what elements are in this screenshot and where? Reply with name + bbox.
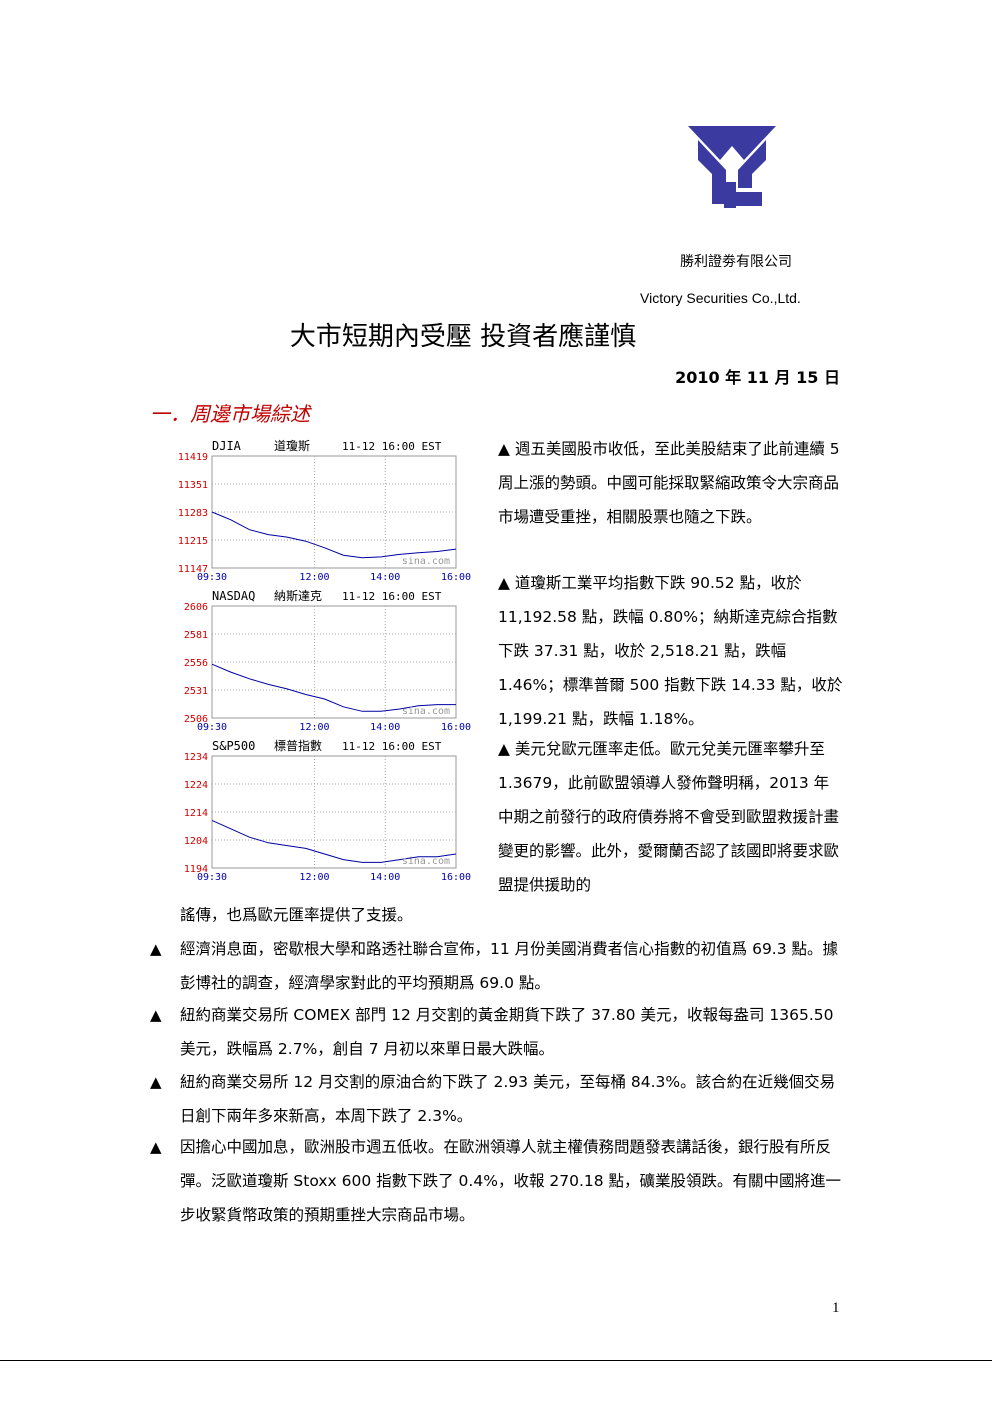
chart-x-tick: 12:00	[299, 572, 329, 583]
bullet-europe-stocks: 因擔心中國加息，歐洲股市週五低收。在歐洲領導人就主權債務問題發表講話後，銀行股有…	[180, 1138, 842, 1224]
chart-y-tick: 11215	[178, 536, 208, 547]
chart-chinese-label: 道瓊斯	[274, 438, 310, 453]
sp500-chart-svg: S&P500 標普指數 11-12 16:00 EST 1234 1224 1214 120…	[184, 738, 471, 883]
chart-x-tick: 16:00	[441, 722, 471, 733]
chart-plot-frame	[211, 755, 457, 869]
chart-series-line	[211, 511, 457, 559]
chart-x-tick: 12:00	[299, 722, 329, 733]
paragraph-euro: ▲ 美元兌歐元匯率走低。歐元兌美元匯率攀升至 1.3679，此前歐盟領導人發佈聲…	[498, 740, 840, 894]
chart-y-tick: 11419	[178, 452, 208, 463]
bullet-crude-oil: 紐約商業交易所 12 月交割的原油合約下跌了 2.93 美元，至每桶 84.3%…	[180, 1073, 836, 1125]
bullet-icon: ▲	[150, 940, 162, 958]
bullet-consumer-confidence: 經濟消息面，密歇根大學和路透社聯合宣佈，11 月份美國消費者信心指數的初值爲 6…	[180, 940, 839, 992]
djia-chart-svg: DJIA 道瓊斯 11-12 16:00 EST 11419 11351 11283 112…	[178, 438, 471, 583]
chart-y-tick: 11283	[178, 508, 208, 519]
chart-x-tick: 14:00	[370, 722, 400, 733]
chart-watermark: sina.com	[402, 556, 450, 567]
footer-divider	[0, 1360, 992, 1361]
chart-series-line	[211, 819, 457, 863]
nasdaq-chart-svg: NASDAQ 納斯達克 11-12 16:00 EST 2606 2581 2556 253…	[184, 589, 471, 733]
paragraph-indices: ▲ 道瓊斯工業平均指數下跌 90.52 點，收於 11,192.58 點，跌幅 …	[498, 574, 843, 728]
chart-x-tick: 14:00	[370, 872, 400, 883]
chart-series-label: S&P500	[212, 739, 255, 753]
chart-y-tick: 2606	[184, 602, 208, 613]
chart-series-line	[211, 663, 456, 712]
chart-y-tick: 1204	[184, 836, 208, 847]
chart-y-tick: 2581	[184, 630, 208, 641]
paragraph-us-market: ▲ 週五美國股市收低，至此美股結束了此前連續 5 周上漲的勢頭。中國可能採取緊縮…	[498, 440, 840, 526]
chart-y-tick: 1214	[184, 808, 208, 819]
bullet-icon: ▲	[150, 1138, 162, 1156]
chart-x-tick: 09:30	[197, 722, 227, 733]
document-title: 大市短期內受壓 投資者應謹慎	[289, 322, 637, 352]
chart-chinese-label: 標普指數	[274, 738, 322, 753]
chart-y-tick: 2556	[184, 658, 208, 669]
chart-chinese-label: 納斯達克	[274, 589, 322, 603]
page-number: 1	[832, 1300, 840, 1316]
company-logo	[688, 126, 776, 212]
sp500-chart: S&P500 標普指數 11-12 16:00 EST 1234 1224 1214 120…	[160, 736, 480, 886]
chart-plot-frame	[211, 455, 457, 569]
chart-plot-frame	[211, 605, 457, 719]
chart-x-tick: 12:00	[299, 872, 329, 883]
chart-y-tick: 2531	[184, 686, 208, 697]
chart-x-tick: 09:30	[197, 872, 227, 883]
chart-y-tick: 1194	[184, 864, 208, 875]
chart-watermark: sina.com	[402, 706, 450, 717]
chart-x-tick: 09:30	[197, 572, 227, 583]
chart-y-tick: 1234	[184, 752, 208, 763]
chart-x-tick: 16:00	[441, 872, 471, 883]
company-name-english: Victory Securities Co.,Ltd.	[640, 290, 801, 306]
chart-y-tick: 2506	[184, 714, 208, 725]
chart-x-tick: 14:00	[370, 572, 400, 583]
chart-timestamp: 11-12 16:00 EST	[342, 740, 442, 753]
bullet-gold-futures: 紐約商業交易所 COMEX 部門 12 月交割的黃金期貨下跌了 37.80 美元…	[180, 1006, 834, 1058]
djia-chart: DJIA 道瓊斯 11-12 16:00 EST 11419 11351 11283 112…	[160, 436, 480, 586]
chart-watermark: sina.com	[402, 856, 450, 867]
section-heading: 一．周邊市場綜述	[150, 402, 310, 426]
paragraph-euro-continuation: 謠傳，也爲歐元匯率提供了支援。	[180, 906, 413, 924]
chart-y-tick: 11351	[178, 480, 208, 491]
company-name-chinese: 勝利證劵有限公司	[680, 254, 792, 270]
chart-x-tick: 16:00	[441, 572, 471, 583]
chart-series-label: NASDAQ	[212, 589, 255, 603]
chart-y-tick: 11147	[178, 564, 208, 575]
chart-timestamp: 11-12 16:00 EST	[342, 590, 442, 603]
chart-series-label: DJIA	[212, 439, 242, 453]
bullet-icon: ▲	[150, 1073, 162, 1091]
bullet-icon: ▲	[150, 1006, 162, 1024]
nasdaq-chart: NASDAQ 納斯達克 11-12 16:00 EST 2606 2581 2556 253…	[160, 586, 480, 736]
chart-y-tick: 1224	[184, 780, 208, 791]
chart-timestamp: 11-12 16:00 EST	[342, 440, 442, 453]
document-date: 2010 年 11 月 15 日	[675, 368, 840, 387]
